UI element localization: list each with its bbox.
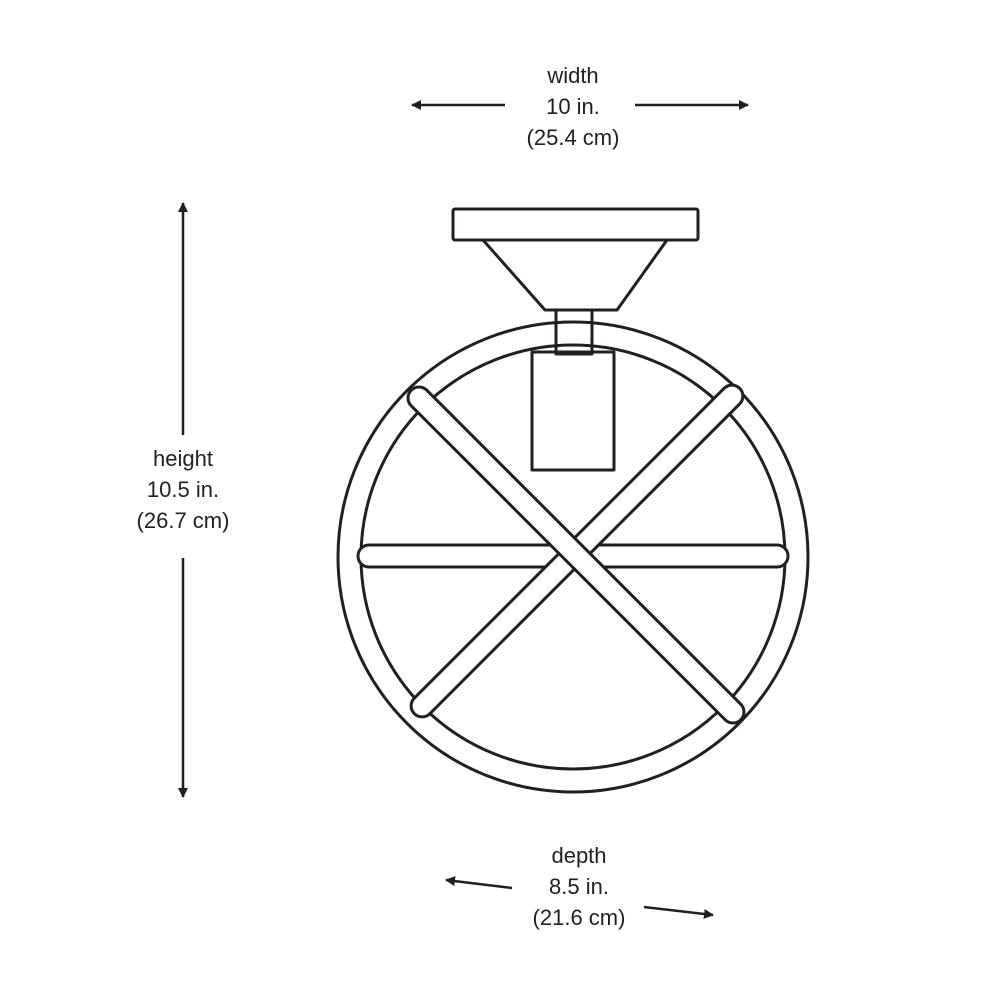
width-name: width: [547, 63, 599, 88]
outer-ring: [336, 320, 810, 794]
canopy-cone: [481, 238, 669, 312]
canopy-plate: [451, 207, 700, 242]
width-imperial: 10 in.: [546, 94, 600, 119]
depth-label: depth 8.5 in. (21.6 cm): [479, 840, 679, 933]
depth-arrow-right: [643, 905, 714, 919]
height-imperial: 10.5 in.: [146, 477, 220, 502]
height-label: height 10.5 in. (26.7 cm): [83, 443, 283, 536]
width-label: width 10 in. (25.4 cm): [473, 60, 673, 153]
width-metric: (25.4 cm): [526, 125, 620, 150]
height-name: height: [153, 446, 213, 471]
height-metric: (26.7 cm): [136, 508, 230, 533]
socket-body: [530, 350, 616, 472]
depth-arrow-left: [445, 876, 513, 890]
socket-neck: [554, 308, 594, 356]
depth-metric: (21.6 cm): [532, 905, 626, 930]
depth-name: depth: [551, 843, 607, 868]
depth-imperial: 8.5 in.: [549, 874, 609, 899]
diagonal-bar-falling: [406, 385, 746, 725]
